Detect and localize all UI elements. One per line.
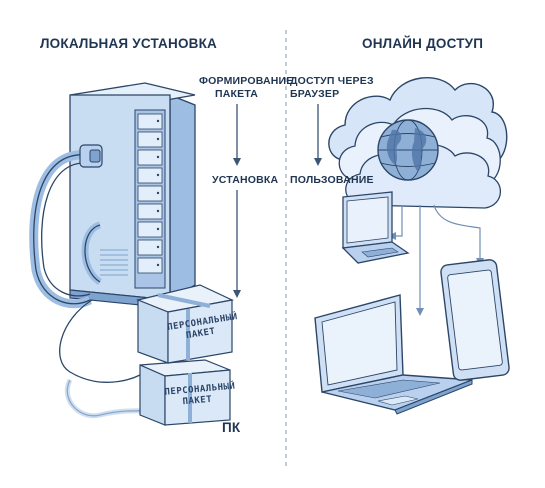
tablet-icon <box>440 259 510 381</box>
step-browser-line1: ДОСТУП ЧЕРЕЗ <box>290 75 374 87</box>
step-form-package-line2: ПАКЕТА <box>215 88 259 100</box>
right-section-title: ОНЛАЙН ДОСТУП <box>362 36 484 51</box>
small-laptop-icon <box>341 191 410 264</box>
left-section-title: ЛОКАЛЬНАЯ УСТАНОВКА <box>40 36 217 51</box>
step-form-package-line1: ФОРМИРОВАНИЕ <box>199 75 294 87</box>
step-install: УСТАНОВКА <box>212 174 279 186</box>
step-browser-line2: БРАУЗЕР <box>290 88 340 100</box>
package-box-bottom-icon <box>139 359 231 426</box>
step-use: ПОЛЬЗОВАНИЕ <box>290 174 374 186</box>
large-laptop-icon <box>314 294 473 415</box>
power-cables <box>29 150 161 419</box>
plug-icon <box>79 144 103 168</box>
globe-icon <box>377 119 439 181</box>
left-flow-arrow <box>233 104 241 298</box>
package-box-top-icon <box>136 284 234 364</box>
right-flow-arrow <box>314 104 322 166</box>
pc-label: ПК <box>222 420 241 435</box>
